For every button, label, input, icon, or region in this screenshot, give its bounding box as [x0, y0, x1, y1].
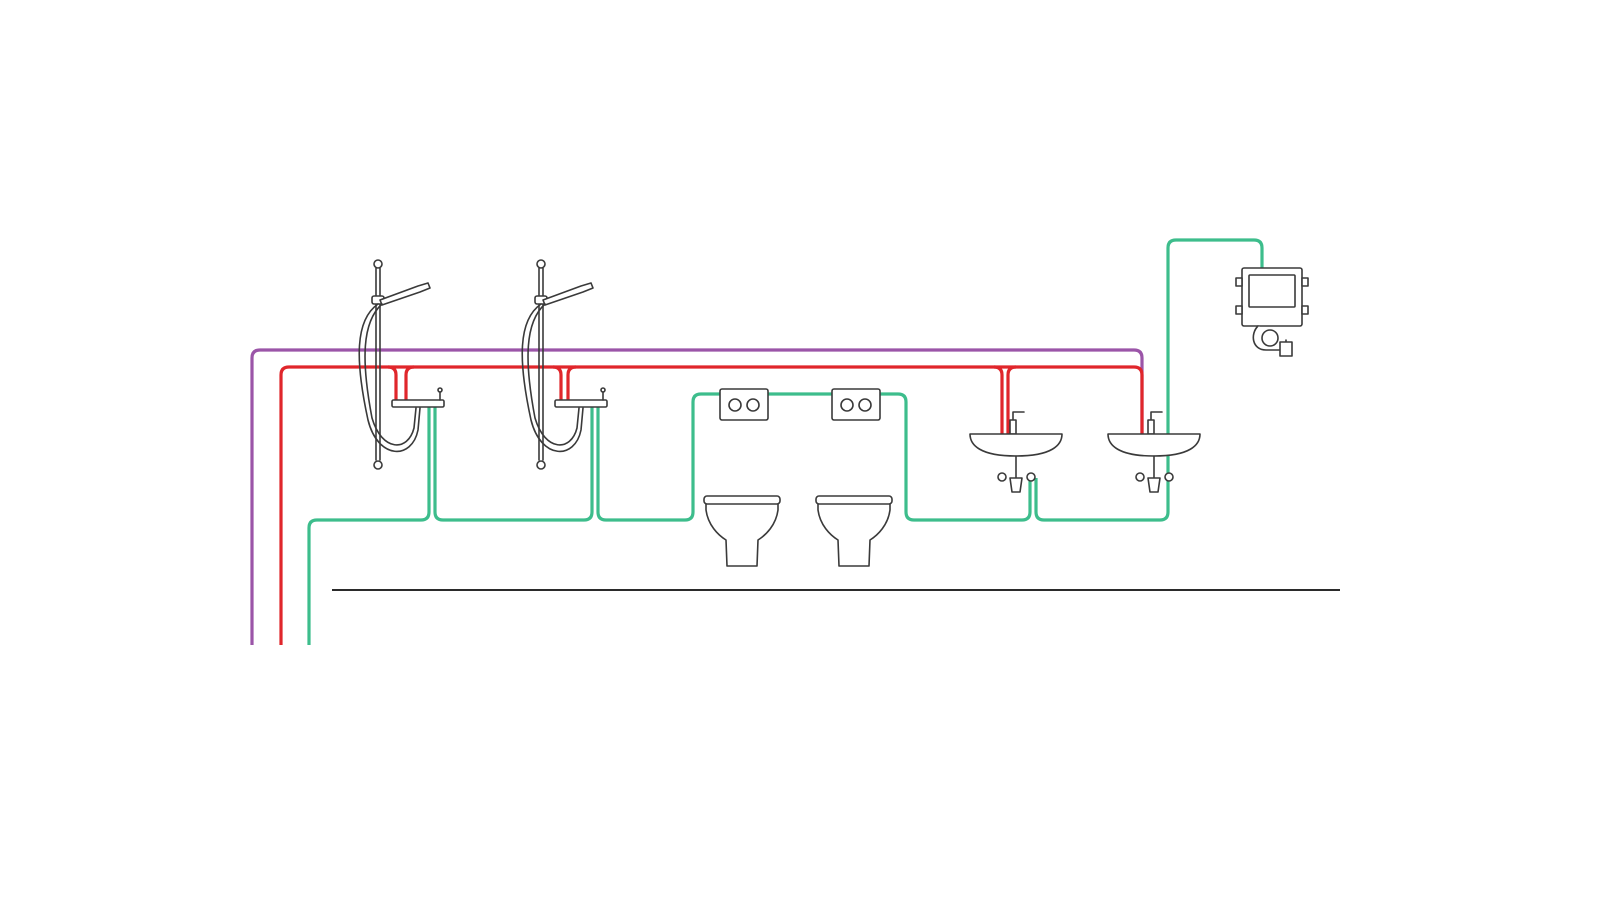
- circulation-pipe: [250, 348, 1144, 645]
- washbasin-icon: [969, 411, 1063, 493]
- toilet-1: [703, 388, 781, 567]
- shower-1: [358, 259, 445, 470]
- concealed-cistern-icon: [1235, 267, 1309, 357]
- toilet-2: [815, 388, 893, 567]
- washbasin-1: [969, 411, 1063, 493]
- washbasin-2: [1107, 411, 1201, 493]
- cold-water-pipe: [307, 238, 1264, 645]
- shower-2: [521, 259, 608, 470]
- flush-plate-icon: [719, 388, 769, 421]
- flush-plate-icon: [831, 388, 881, 421]
- wall-hung-toilet-icon: [815, 495, 893, 567]
- shower-icon: [521, 259, 608, 470]
- washbasin-icon: [1107, 411, 1201, 493]
- shower-icon: [358, 259, 445, 470]
- cistern-module: [1235, 267, 1309, 357]
- hot-water-pipe: [279, 365, 1144, 645]
- wall-hung-toilet-icon: [703, 495, 781, 567]
